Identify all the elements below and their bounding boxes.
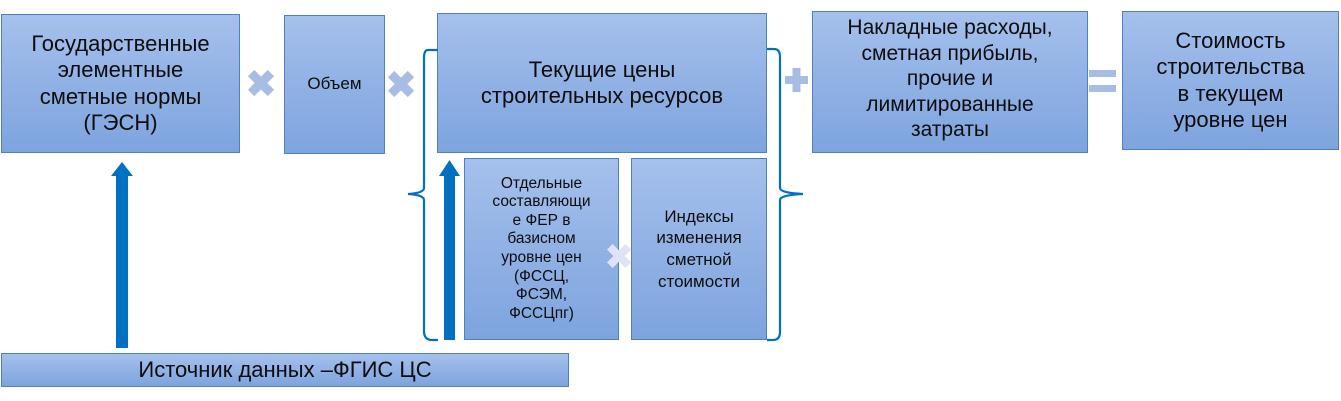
data-source-label: Источник данных –ФГИС ЦС	[138, 356, 432, 382]
gesn-label: Государственные элементные сметные нормы…	[31, 30, 210, 135]
volume-box: Объем	[284, 15, 385, 154]
current-prices-label: Текущие цены строительных ресурсов	[480, 56, 724, 108]
indices-label: Индексы изменения сметной стоимости	[656, 206, 742, 291]
data-source-box: Источник данных –ФГИС ЦС	[1, 353, 569, 387]
total-cost-box: Стоимость строительства в текущем уровне…	[1122, 11, 1339, 150]
gesn-box: Государственные элементные сметные нормы…	[1, 14, 240, 153]
right-bracket	[767, 47, 804, 342]
indices-box: Индексы изменения сметной стоимости	[631, 158, 767, 340]
current-prices-box: Текущие цены строительных ресурсов	[437, 13, 767, 153]
overheads-box: Накладные расходы, сметная прибыль, проч…	[812, 11, 1088, 153]
up-arrow-icon	[439, 160, 460, 340]
multiply-icon	[247, 69, 275, 97]
multiply-icon	[387, 70, 415, 98]
fer-components-label: Отдельные составляющи е ФЕР в базисном у…	[492, 174, 591, 322]
plus-icon	[785, 68, 808, 92]
fer-components-box: Отдельные составляющи е ФЕР в базисном у…	[464, 158, 619, 340]
up-arrow-icon	[111, 162, 133, 348]
total-cost-label: Стоимость строительства в текущем уровне…	[1156, 27, 1305, 132]
volume-label: Объем	[307, 74, 362, 94]
equals-icon	[1089, 70, 1116, 92]
overheads-label: Накладные расходы, сметная прибыль, проч…	[847, 16, 1053, 142]
left-bracket	[407, 48, 438, 342]
